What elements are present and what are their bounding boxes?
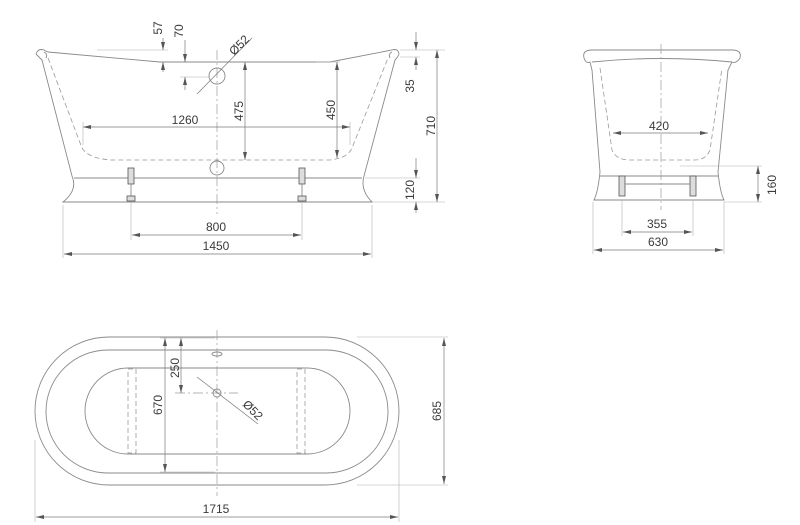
dim-drain-diameter: Ø52 [240, 397, 266, 423]
drain-icon-top [212, 388, 222, 398]
dim-800: 800 [206, 220, 226, 234]
dim-57: 57 [151, 21, 165, 35]
dim-670: 670 [151, 395, 165, 415]
tub-side-outline [35, 49, 400, 203]
dim-685: 685 [430, 401, 444, 421]
leg-top-right [296, 368, 306, 454]
dim-250: 250 [168, 358, 182, 378]
dim-475: 475 [232, 101, 246, 121]
dim-overflow-diameter: Ø52 [226, 32, 252, 58]
dim-1715: 1715 [203, 502, 230, 516]
dim-710: 710 [424, 116, 438, 136]
tub-basin [84, 367, 351, 455]
top-view: 250 670 Ø52 685 1715 [34, 330, 448, 522]
dim-630: 630 [648, 235, 668, 249]
leg-right [297, 167, 307, 202]
leg-end-left [618, 175, 626, 197]
overflow-icon [208, 67, 226, 85]
dim-355: 355 [647, 217, 667, 231]
dim-450: 450 [324, 100, 338, 120]
dim-1450: 1450 [203, 239, 230, 253]
dim-160: 160 [765, 175, 779, 195]
drain-icon [209, 160, 225, 176]
dim-35: 35 [403, 79, 417, 93]
tub-end-outline [583, 49, 741, 201]
leg-top-left [127, 368, 137, 454]
overflow-icon-top [211, 351, 223, 357]
leg-left [126, 167, 136, 202]
side-view: 57 70 Ø52 475 450 1260 35 710 120 800 14… [35, 21, 445, 258]
inner-basin-line [47, 57, 389, 161]
leg-end-right [689, 175, 697, 197]
end-view: 420 160 355 630 [583, 44, 779, 254]
dim-70: 70 [172, 24, 186, 38]
dim-1260: 1260 [172, 113, 199, 127]
dim-120: 120 [403, 180, 417, 200]
dim-420: 420 [649, 119, 669, 133]
